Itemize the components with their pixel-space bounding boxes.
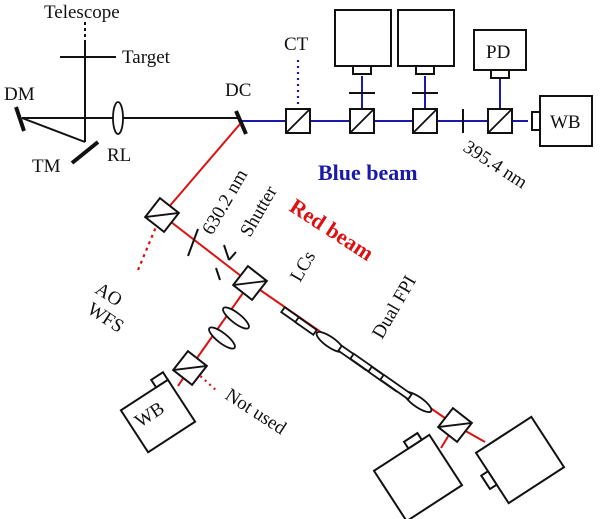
wb-top-box (539, 95, 593, 147)
red-beam-bs2-to-wb-bs (189, 282, 251, 369)
red-camera-right (474, 415, 566, 505)
pd-box (473, 29, 527, 71)
label-wb-top: WB (550, 112, 581, 133)
ct-beamsplitter (285, 108, 311, 134)
label-pd: PD (486, 42, 510, 63)
blue-camera-1-mount (352, 65, 372, 75)
red-filter (187, 228, 199, 257)
shutter-blade-lower (215, 267, 221, 281)
dichroic-mirror (234, 110, 248, 135)
label-lcs: LCs (286, 248, 320, 286)
main-red-beamsplitter (232, 265, 268, 301)
pd-beamsplitter (487, 108, 513, 134)
blue-camera-2-mount (415, 65, 435, 75)
label-wavelength-blue: 395.4 nm (459, 137, 531, 194)
shutter-hinge (228, 251, 237, 261)
label-target: Target (122, 47, 171, 68)
label-dual-fpi: Dual FPI (368, 272, 421, 342)
label-dm: DM (4, 84, 35, 105)
label-rl: RL (107, 145, 131, 166)
wb-beamsplitter (172, 350, 208, 386)
label-dc: DC (225, 80, 251, 101)
relay-lens (112, 101, 124, 135)
label-tm: TM (32, 156, 61, 177)
label-ct: CT (284, 34, 309, 55)
camera2-beamsplitter (412, 108, 438, 134)
red-beam-dc-to-ao-bs (161, 123, 241, 216)
label-not-used: Not used (221, 385, 290, 440)
red-camera-bottom (372, 431, 464, 519)
label-wfs: WFS (83, 299, 127, 338)
label-telescope: Telescope (44, 2, 120, 23)
camera1-beamsplitter (349, 108, 375, 134)
blue-camera-1 (334, 9, 392, 67)
tm-to-dm-beam (21, 117, 86, 143)
label-blue-beam: Blue beam (318, 160, 418, 185)
pd-mount (490, 69, 510, 79)
ao-beamsplitter (144, 197, 180, 233)
fpi-plate-4 (379, 373, 413, 401)
tip-tilt-mirror (70, 140, 100, 165)
not-used-feed (195, 371, 219, 393)
shutter-blade-upper (223, 244, 230, 261)
camera-beamsplitter (437, 407, 473, 443)
wb-top-mount (531, 111, 541, 131)
ao-wfs-feed (136, 221, 160, 271)
blue-camera-2 (397, 9, 455, 67)
red-beam-ao-bs-to-bs2 (161, 214, 251, 284)
deformable-mirror (14, 106, 26, 132)
wb-bottom-unit (119, 370, 197, 454)
